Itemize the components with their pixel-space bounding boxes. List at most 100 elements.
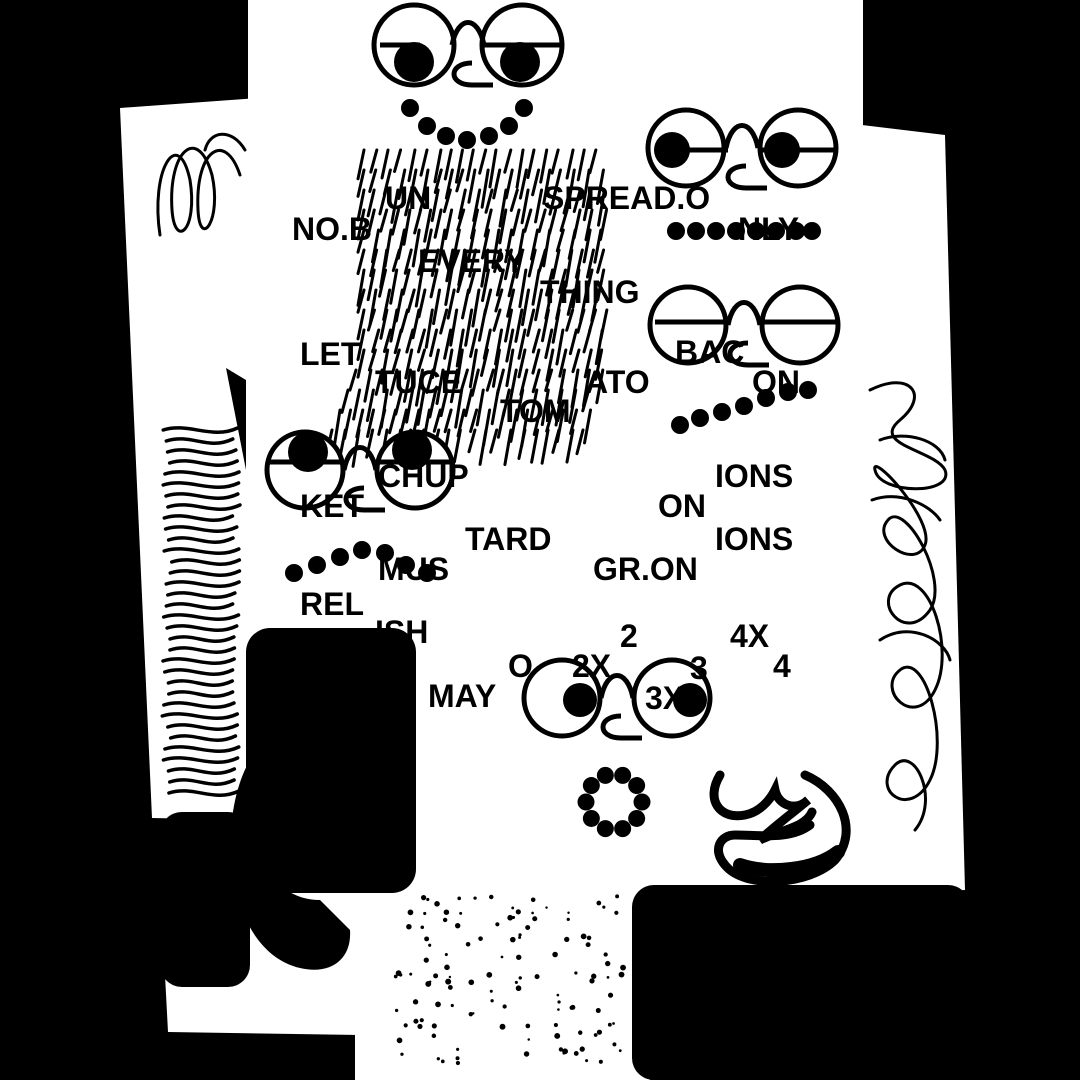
speckle: [425, 980, 432, 987]
hatch-stroke: [521, 288, 531, 327]
speckle: [525, 1023, 531, 1029]
hatch-stroke: [388, 408, 398, 435]
black-curve-left: [230, 760, 351, 970]
hatch-stroke: [397, 168, 407, 200]
hatch-stroke: [504, 308, 514, 343]
speckle: [527, 1038, 531, 1041]
hatch-stroke: [370, 228, 380, 264]
nose: [725, 163, 767, 191]
dot: [285, 564, 303, 582]
hatch-stroke: [382, 328, 392, 353]
hatch-stroke: [503, 428, 513, 467]
hatch-stroke: [454, 348, 464, 389]
hatch-stroke: [498, 188, 508, 228]
hatch-stroke: [393, 328, 403, 355]
hatch-stroke: [429, 328, 439, 358]
hatch-stroke: [419, 148, 429, 177]
hatch-stroke: [515, 248, 525, 279]
speckle: [567, 911, 570, 914]
hatch-stroke: [544, 368, 554, 393]
hatch-stroke: [467, 268, 477, 294]
hatch-stroke: [545, 348, 555, 382]
nose-bridge: [725, 300, 763, 326]
hatch-stroke: [503, 148, 513, 174]
speckle: [423, 911, 427, 916]
speckle: [514, 980, 518, 984]
swirl-mouth-icon: [709, 770, 851, 886]
hatch-stroke: [437, 228, 447, 266]
speckle: [598, 1059, 603, 1064]
scribble-stroke: [167, 778, 236, 786]
speckle: [578, 1030, 583, 1035]
dot: [779, 383, 797, 401]
speckle: [400, 1052, 404, 1056]
hatch-stroke: [451, 228, 461, 262]
scribble-icon-left-column: [160, 426, 242, 797]
word-3: 3: [690, 650, 708, 686]
hatch-stroke: [368, 168, 378, 193]
face-with-glasses-icon-group: [264, 2, 841, 741]
hatch-stroke: [411, 228, 421, 268]
speckle: [413, 1018, 419, 1024]
speckle: [523, 1051, 530, 1057]
speckle: [607, 1022, 612, 1027]
hatch-stroke: [490, 388, 500, 426]
word-no-b: NO.B: [292, 211, 372, 247]
speckle: [515, 909, 521, 915]
hatch-stroke: [413, 208, 423, 235]
speckle: [459, 911, 463, 915]
hatch-stroke: [478, 148, 488, 175]
hatch-stroke: [424, 308, 434, 349]
scribble-stroke: [166, 679, 235, 687]
speckle: [596, 1029, 603, 1035]
speckle: [420, 894, 427, 901]
hatch-stroke: [379, 308, 389, 340]
black-blocks: [160, 368, 970, 1080]
speckle: [428, 943, 432, 947]
hatch-stroke: [366, 308, 376, 332]
hatch-stroke: [380, 148, 390, 180]
hatch-stroke: [425, 368, 435, 394]
hatch-stroke: [460, 288, 470, 320]
hatch-stroke: [581, 168, 591, 209]
hatch-stroke: [405, 388, 415, 424]
hatch-stroke: [340, 388, 350, 414]
hatch-stroke: [406, 288, 416, 314]
word-may: MAY: [428, 678, 497, 714]
hatch-stroke: [534, 188, 544, 224]
dot: [727, 222, 745, 240]
face-with-glasses-icon: [647, 284, 841, 368]
speckle: [569, 1005, 574, 1010]
hatch-stroke: [511, 208, 521, 237]
hatch-stroke: [540, 428, 550, 465]
dot: [757, 389, 775, 407]
hatch-stroke: [540, 388, 550, 427]
dot: [397, 556, 415, 574]
speckle: [442, 917, 448, 923]
word-tom: TOM: [500, 393, 571, 429]
hatch-stroke: [332, 408, 342, 450]
hatch-stroke: [527, 248, 537, 278]
speckle: [593, 1033, 598, 1037]
hatch-stroke: [583, 408, 593, 445]
hatch-stroke: [418, 188, 428, 212]
hatch-stroke: [555, 328, 565, 366]
hatch-stroke: [445, 248, 455, 283]
hatch-stroke: [366, 188, 376, 218]
scribble-stroke: [168, 734, 238, 742]
face-with-glasses-icon: [521, 657, 713, 741]
hatch-stroke: [432, 408, 442, 433]
speckle: [545, 906, 548, 909]
hatch-stroke: [475, 388, 485, 427]
hatch-stroke: [356, 148, 366, 181]
hatch-stroke: [484, 188, 494, 214]
hatch-stroke: [443, 148, 453, 181]
hatch-stroke: [471, 288, 481, 328]
hatch-stroke: [593, 228, 603, 264]
black-block-bottom-right: [632, 885, 970, 1080]
hatch-stroke: [582, 228, 592, 264]
dot: [353, 541, 371, 559]
speckle: [530, 897, 536, 903]
hatch-stroke: [446, 288, 456, 320]
hatch-stroke: [457, 188, 467, 220]
